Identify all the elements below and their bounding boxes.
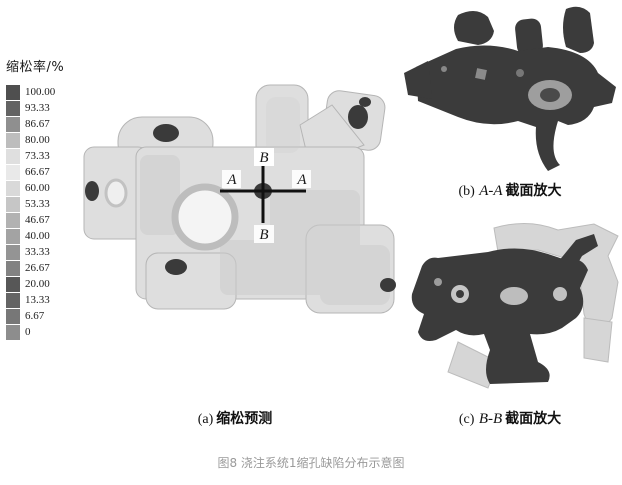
marker-a-left: A [226,172,237,188]
legend-color-swatch [6,228,20,244]
legend-color-swatch [6,244,20,260]
label-c-section-code: B-B [478,411,503,427]
legend-value-label: 66.67 [25,166,50,178]
legend-entry: 40.00 [6,228,64,244]
legend-title: 缩松率/% [6,60,65,75]
legend-value-label: 80.00 [25,134,50,146]
section-aa-dark-body [404,6,616,171]
legend-value-label: 13.33 [25,294,50,306]
label-c-prefix: (c) [458,412,475,427]
legend-color-swatch [6,308,20,324]
label-c-text: 截面放大 [505,411,562,427]
legend-entry: 13.33 [6,292,64,308]
legend-color-swatch [6,196,20,212]
legend-entry: 73.33 [6,148,64,164]
section-bb-holes [434,278,567,305]
shrinkage-rate-legend: 缩松率/% 100.00 93.33 86.67 80.00 73.33 66.67 60.… [6,56,64,340]
legend-color-swatch [6,260,20,276]
legend-value-label: 0 [25,326,31,338]
figure-caption: 图8 浇注系统1缩孔缺陷分布示意图 [217,456,405,470]
legend-entry: 0 [6,324,64,340]
legend-entry: 66.67 [6,164,64,180]
legend-color-swatch [6,324,20,340]
casting-model-svg: B A A B [83,84,396,314]
casting-shading [140,97,390,305]
legend-color-swatch [6,292,20,308]
label-a-text: 缩松预测 [216,411,273,427]
casting-bore-hole [171,183,239,251]
legend-color-swatch [6,84,20,100]
legend-color-swatch [6,180,20,196]
shrinkage-defect-blobs [85,97,396,292]
marker-b-bottom: B [259,227,268,243]
legend-color-swatch [6,276,20,292]
marker-b-top: B [259,150,268,166]
legend-entry: 26.67 [6,260,64,276]
label-a-prefix: (a) [197,412,214,427]
legend-value-label: 100.00 [25,86,56,98]
section-bb-view [398,222,622,394]
section-aa-svg [404,6,616,171]
section-marker-labels: B A A B [222,148,311,243]
legend-value-label: 33.33 [25,246,50,258]
legend-color-swatch [6,116,20,132]
legend-entry: 80.00 [6,132,64,148]
label-b-section-code: A-A [479,183,503,199]
casting-small-hole [104,178,128,208]
legend-value-label: 40.00 [25,230,50,242]
section-aa-details [441,66,572,110]
label-b-text: 截面放大 [505,183,562,199]
legend-entry: 33.33 [6,244,64,260]
legend-entry: 100.00 [6,84,64,100]
legend-entry: 86.67 [6,116,64,132]
legend-entry: 93.33 [6,100,64,116]
legend-color-swatch [6,212,20,228]
section-bb-svg [411,222,619,389]
marker-a-right: A [296,172,307,188]
legend-value-label: 73.33 [25,150,50,162]
section-aa-view [398,3,622,175]
legend-value-label: 60.00 [25,182,50,194]
legend-color-swatch [6,100,20,116]
legend-value-label: 20.00 [25,278,50,290]
legend-value-label: 6.67 [25,310,45,322]
legend-value-label: 53.33 [25,198,50,210]
legend-color-swatch [6,132,20,148]
legend-entry: 6.67 [6,308,64,324]
legend-entry: 53.33 [6,196,64,212]
legend-color-swatch [6,164,20,180]
shrinkage-prediction-view: B A A B [70,5,400,340]
legend-entry: 20.00 [6,276,64,292]
legend-entry: 60.00 [6,180,64,196]
legend-value-label: 46.67 [25,214,50,226]
section-bb-dark-body [411,234,598,384]
label-b-prefix: (b) [458,184,475,199]
legend-color-scale: 100.00 93.33 86.67 80.00 73.33 66.67 60.00 53.3… [6,84,64,340]
label-subfigure-a: (a)缩松预测 [70,408,400,428]
legend-entry: 46.67 [6,212,64,228]
legend-color-swatch [6,148,20,164]
legend-value-label: 93.33 [25,102,50,114]
legend-value-label: 86.67 [25,118,50,130]
legend-value-label: 26.67 [25,262,50,274]
